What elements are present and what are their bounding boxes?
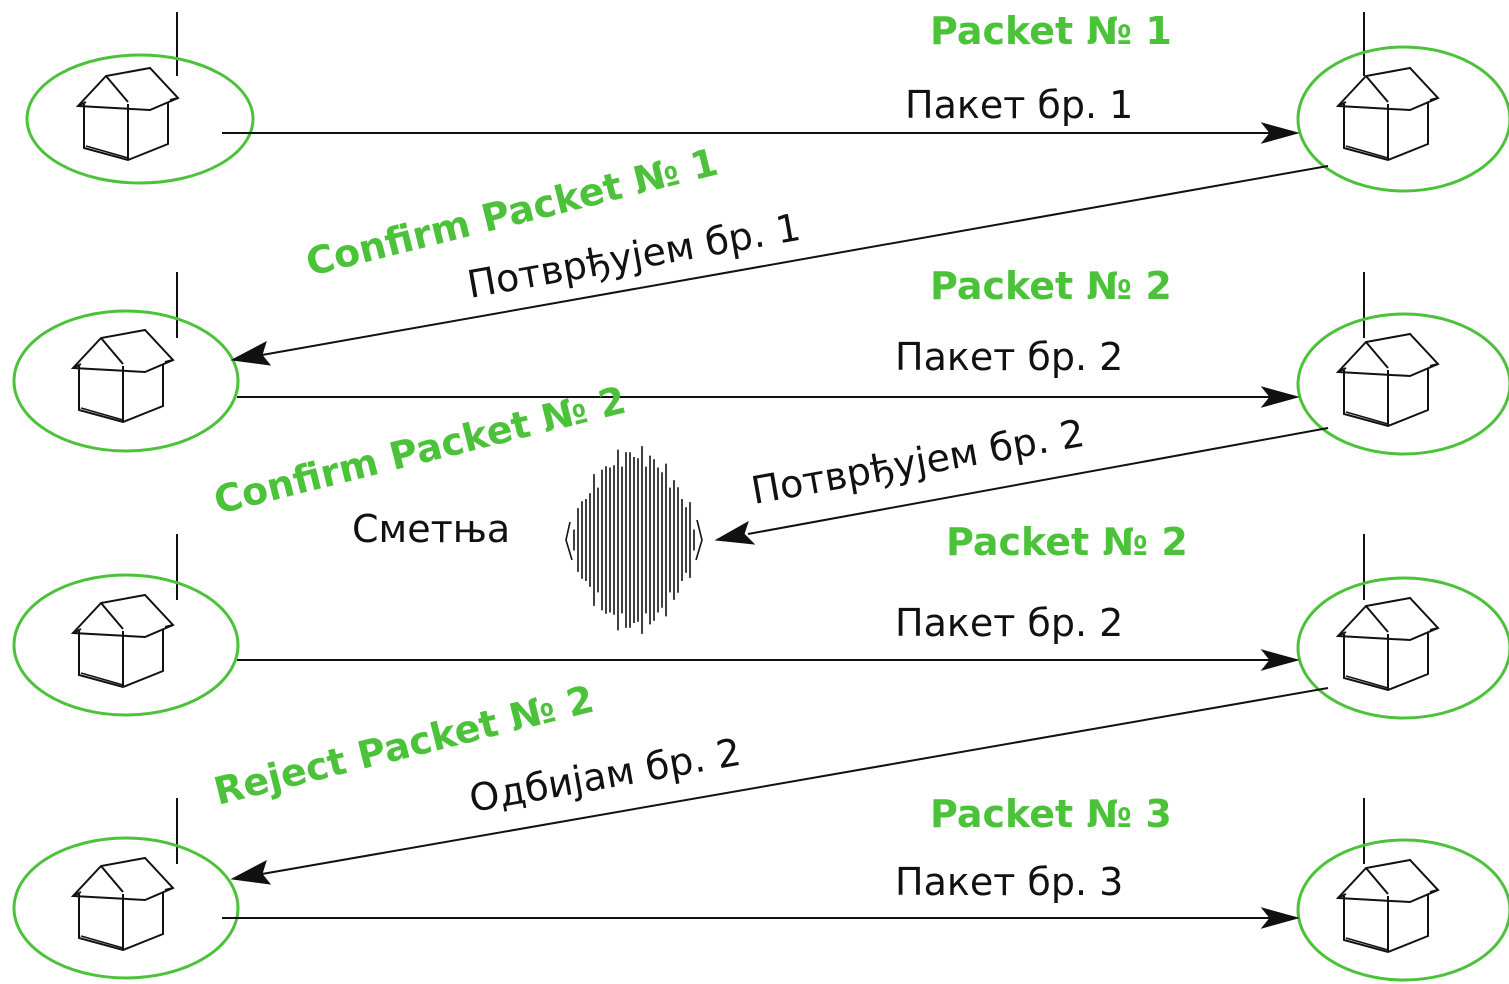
house-icon — [72, 594, 174, 688]
station-highlight-ring — [12, 309, 240, 453]
station-highlight-ring — [12, 836, 240, 980]
packet-3-serbian-label: Пакет бр. 3 — [895, 860, 1123, 904]
packet-1-english-label: Packet № 1 — [930, 9, 1172, 53]
house-icon — [1337, 67, 1439, 161]
right-station-4 — [1296, 798, 1509, 982]
packet-1-arrow — [222, 122, 1300, 144]
packet-2-arrow — [237, 386, 1300, 408]
packet-2-retry-serbian-label: Пакет бр. 2 — [895, 601, 1123, 645]
house-icon — [77, 67, 179, 161]
right-station-3 — [1296, 534, 1509, 720]
confirm-2-arrow — [714, 427, 1329, 545]
confirm-2-english-label: Confirm Packet № 2 — [210, 378, 631, 523]
noise-label: Сметња — [352, 507, 510, 551]
packet-2-serbian-label: Пакет бр. 2 — [895, 335, 1123, 379]
house-icon — [1337, 859, 1439, 953]
house-icon — [72, 329, 174, 423]
packet-3-arrow — [222, 907, 1300, 929]
house-icon — [1337, 597, 1439, 691]
reject-2-serbian-label: Одбијам бр. 2 — [466, 730, 744, 821]
house-icon — [1337, 333, 1439, 427]
left-station-1 — [25, 12, 255, 185]
noise-burst-icon — [565, 446, 703, 634]
packet-1-serbian-label: Пакет бр. 1 — [905, 83, 1133, 127]
packet-2-english-label: Packet № 2 — [930, 264, 1172, 308]
packet-2-retry-arrow — [237, 649, 1300, 671]
station-highlight-ring — [1296, 312, 1509, 456]
left-station-3 — [12, 534, 240, 717]
confirm-1-arrow — [230, 165, 1329, 366]
right-station-1 — [1296, 12, 1509, 193]
left-station-4 — [12, 798, 240, 980]
house-icon — [72, 857, 174, 951]
right-station-2 — [1296, 272, 1509, 456]
packet-3-english-label: Packet № 3 — [930, 792, 1172, 836]
packet-2-retry-english-label: Packet № 2 — [946, 520, 1188, 564]
station-highlight-ring — [25, 53, 255, 185]
station-highlight-ring — [1296, 576, 1509, 720]
station-highlight-ring — [12, 573, 240, 717]
station-highlight-ring — [1296, 838, 1509, 982]
confirm-2-serbian-label: Потврђујем бр. 2 — [748, 411, 1088, 513]
reject-2-arrow — [230, 687, 1329, 885]
station-highlight-ring — [1296, 45, 1509, 193]
left-station-2 — [12, 272, 240, 453]
